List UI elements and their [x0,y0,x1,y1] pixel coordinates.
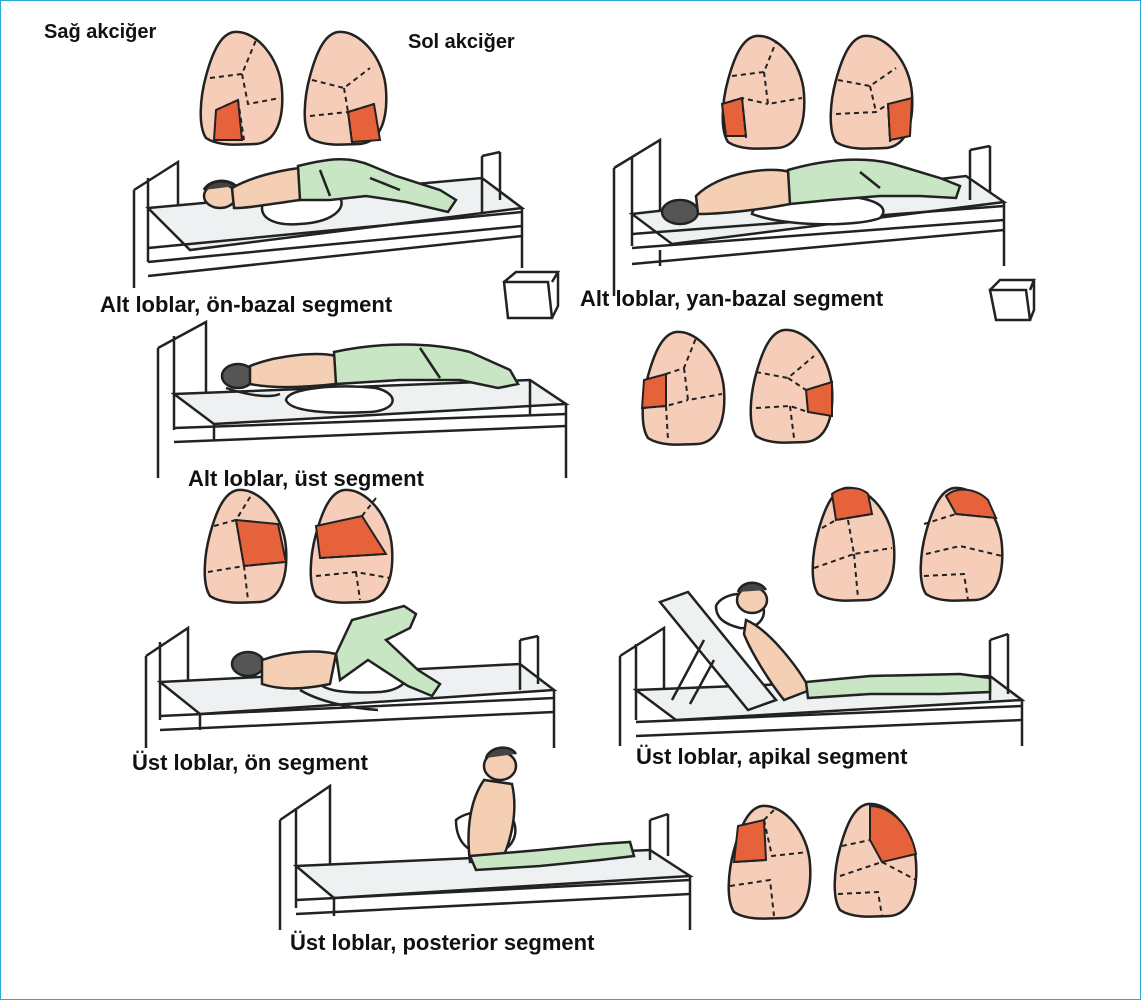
panel-label-5: Üst loblar, apikal segment [636,744,908,769]
left-lung [921,488,1003,601]
lung-pair-4 [205,490,393,603]
lung-pair-5 [813,488,1003,601]
bed-illustration-5 [620,583,1022,746]
panel-label-2: Alt loblar, yan-bazal segment [580,286,884,311]
panel-label-3: Alt loblar, üst segment [188,466,425,491]
left-lung [831,36,913,149]
lung-pair-1 [201,32,387,145]
lung-pair-3 [642,330,832,445]
right-lung [642,332,724,445]
lung-pair-6 [729,804,917,919]
panel-label-6: Üst loblar, posterior segment [290,930,595,955]
right-lung [201,32,283,145]
right-lung [813,488,895,601]
right-lung [729,806,811,919]
left-lung [835,804,917,917]
left-lung [305,32,387,145]
bed-illustration-3 [158,322,566,478]
left-lung [311,490,393,603]
panel-label-4: Üst loblar, ön segment [132,750,369,775]
left-lung-title: Sol akciğer [408,31,515,53]
right-lung-title: Sağ akciğer [44,21,157,43]
left-lung [751,330,833,443]
panel-label-1: Alt loblar, ön-bazal segment [100,292,393,317]
bed-illustration-4 [146,606,554,748]
right-lung [722,36,804,149]
lung-pair-2 [722,36,912,149]
right-lung [205,490,287,603]
